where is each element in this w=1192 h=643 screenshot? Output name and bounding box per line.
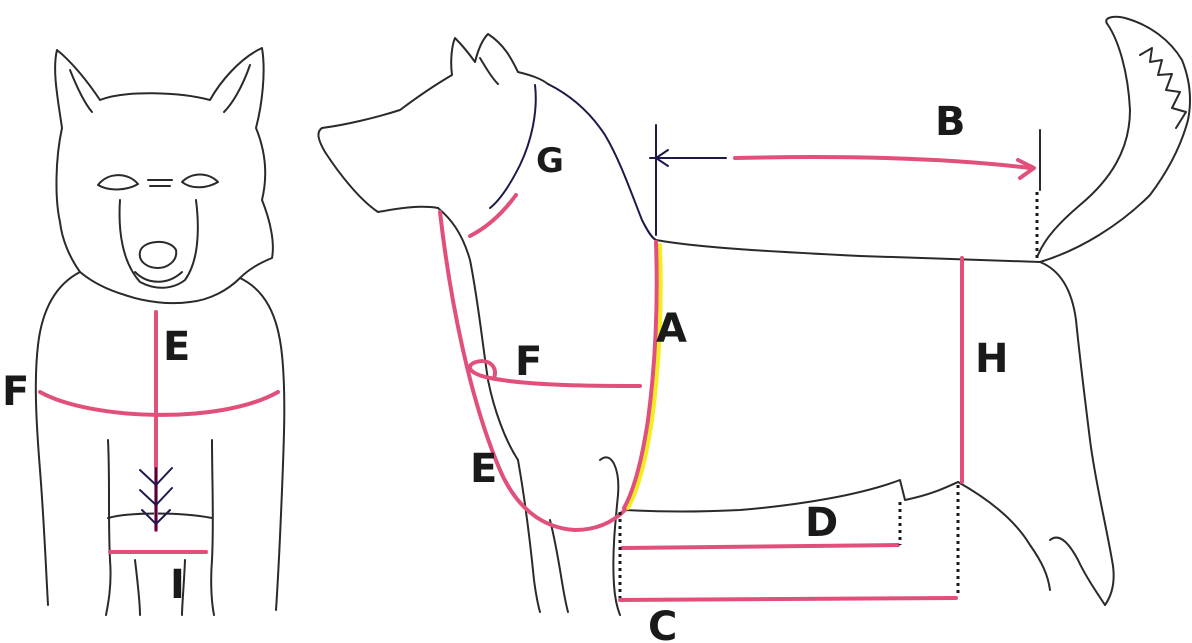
side-view-dog [318,17,1190,615]
front-view-dog [36,48,284,615]
side-label-C: C [648,604,677,643]
side-label-A: A [656,306,687,352]
side-dog-head-outline [318,34,548,212]
front-dog-right-leg [211,440,214,615]
side-measure-F-line [470,361,640,386]
front-view-measurements [40,312,278,552]
side-dog-rear-leg-back [1050,538,1105,605]
front-measure-F-line [40,392,278,415]
front-label-E: E [163,324,190,370]
front-dog-right-eye [182,175,218,188]
side-dog-neck-ink [548,84,656,240]
front-dog-right-ear-inner [224,65,250,112]
front-label-I: I [170,562,185,608]
side-label-E: E [470,446,497,492]
front-dog-leg-gap-top [108,514,212,519]
side-dog-rear [1040,262,1114,605]
side-measure-D-line [622,545,898,548]
front-dog-left-eye [98,175,138,189]
front-dog-left-leg [106,440,111,615]
front-dog-inner-left [135,560,140,615]
front-chest-chevrons [140,468,172,530]
side-label-F: F [515,339,542,385]
side-label-G: G [536,141,564,181]
front-label-F: F [2,369,29,415]
front-dog-brow [148,180,172,186]
side-dog-ear-inner [480,58,498,84]
side-measure-A-line [624,242,657,508]
side-dog-tail-fur [1140,48,1186,128]
front-dog-nose [140,242,176,268]
side-measure-C-line [620,598,956,600]
side-dog-neck-front [438,208,518,460]
side-dog-throat-ink [490,85,536,208]
side-measure-G-line [470,195,516,236]
side-dog-back [656,240,1040,262]
side-dog-front-leg [518,460,540,612]
side-dog-elbow [550,520,568,612]
side-dog-belly [625,480,958,512]
side-dog-tail [1038,17,1190,262]
side-label-D: D [805,500,838,546]
side-label-H: H [975,336,1008,382]
front-dog-mouth [135,272,182,282]
side-dog-front-leg-back [600,457,620,615]
side-dog-hind-leg [958,482,1050,590]
side-label-B: B [935,99,966,145]
side-measure-B-line [735,157,1030,168]
front-dog-left-ear-inner [70,70,92,112]
side-measure-B-start-arrow [650,125,726,235]
front-dog-body-outline-right [240,278,284,610]
front-dog-muzzle [120,200,198,288]
front-dog-body-outline [36,272,80,605]
